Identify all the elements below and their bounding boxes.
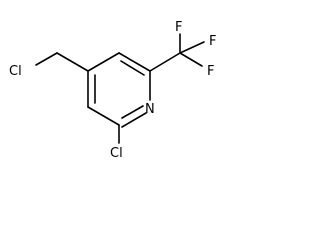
bond-c4-ch2 <box>56 52 89 72</box>
bond-cf3-f-bottom <box>179 52 203 67</box>
bond-n-c6 <box>121 112 147 128</box>
bond-n-c6-inner <box>121 105 144 119</box>
bond-cf3-f-right <box>179 41 205 54</box>
atom-label-f-bottom: F <box>207 64 214 79</box>
bond-c6-c5 <box>87 106 120 126</box>
atom-label-f-top: F <box>175 20 182 35</box>
atom-label-n-ring: N <box>145 102 155 117</box>
bond-c3-c2 <box>118 52 151 72</box>
atom-label-cl-chloromethyl: Cl <box>9 64 22 79</box>
atom-label-f-right: F <box>209 34 216 49</box>
bond-c3-c2-inner <box>120 60 145 76</box>
chemical-structure-diagram: Cl F F F N Cl <box>9 20 216 161</box>
bond-c2-cf3 <box>149 52 181 72</box>
structure-canvas: Cl F F F N Cl <box>9 20 216 161</box>
bond-ch2-cl <box>35 52 58 66</box>
bond-c4-c3 <box>87 52 120 72</box>
atom-label-cl-ring: Cl <box>110 146 123 161</box>
